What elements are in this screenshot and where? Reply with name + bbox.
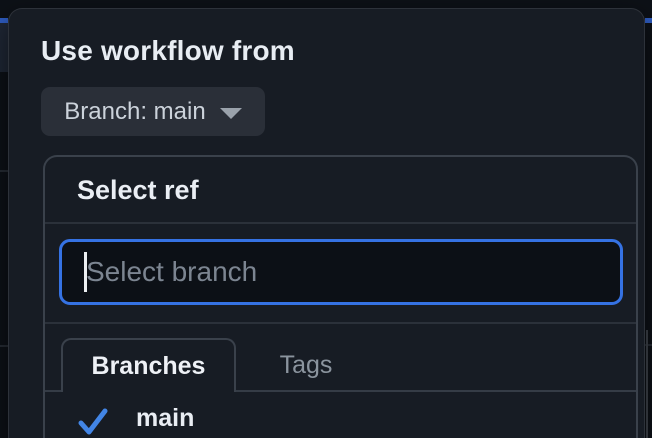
tab-branches-label: Branches [91, 351, 206, 380]
select-ref-panel: Select ref Branches Tags main [43, 155, 638, 438]
check-icon [78, 408, 108, 435]
background-banner-edge-right [645, 18, 652, 23]
branch-list-item-main[interactable]: main [45, 392, 576, 438]
branch-list: main [45, 392, 636, 438]
select-ref-title: Select ref [77, 175, 199, 205]
header-divider [45, 222, 636, 224]
branch-item-label: main [136, 404, 195, 432]
input-divider [45, 322, 636, 324]
select-ref-header: Select ref [45, 157, 636, 222]
select-branch-input[interactable] [59, 239, 623, 305]
ref-search-wrapper [59, 239, 623, 305]
tab-branches[interactable]: Branches [61, 338, 236, 392]
background-divider-left [0, 170, 8, 172]
background-divider-right [645, 344, 652, 346]
background-divider-left-2 [0, 345, 8, 347]
text-cursor [84, 252, 87, 292]
background-panel-edge-left [0, 23, 8, 72]
branch-button-label: Branch: main [64, 97, 206, 125]
tabbar-border [45, 390, 636, 392]
background-border-right [646, 330, 648, 438]
run-workflow-dialog: Use workflow from Branch: main Select re… [8, 8, 645, 438]
dropdown-caret-icon [219, 107, 242, 119]
background-banner-edge-left [0, 18, 8, 23]
dialog-title: Use workflow from [41, 35, 295, 66]
tab-tags-label: Tags [279, 350, 333, 379]
branch-selector-button[interactable]: Branch: main [41, 87, 265, 136]
tab-tags[interactable]: Tags [236, 338, 376, 392]
